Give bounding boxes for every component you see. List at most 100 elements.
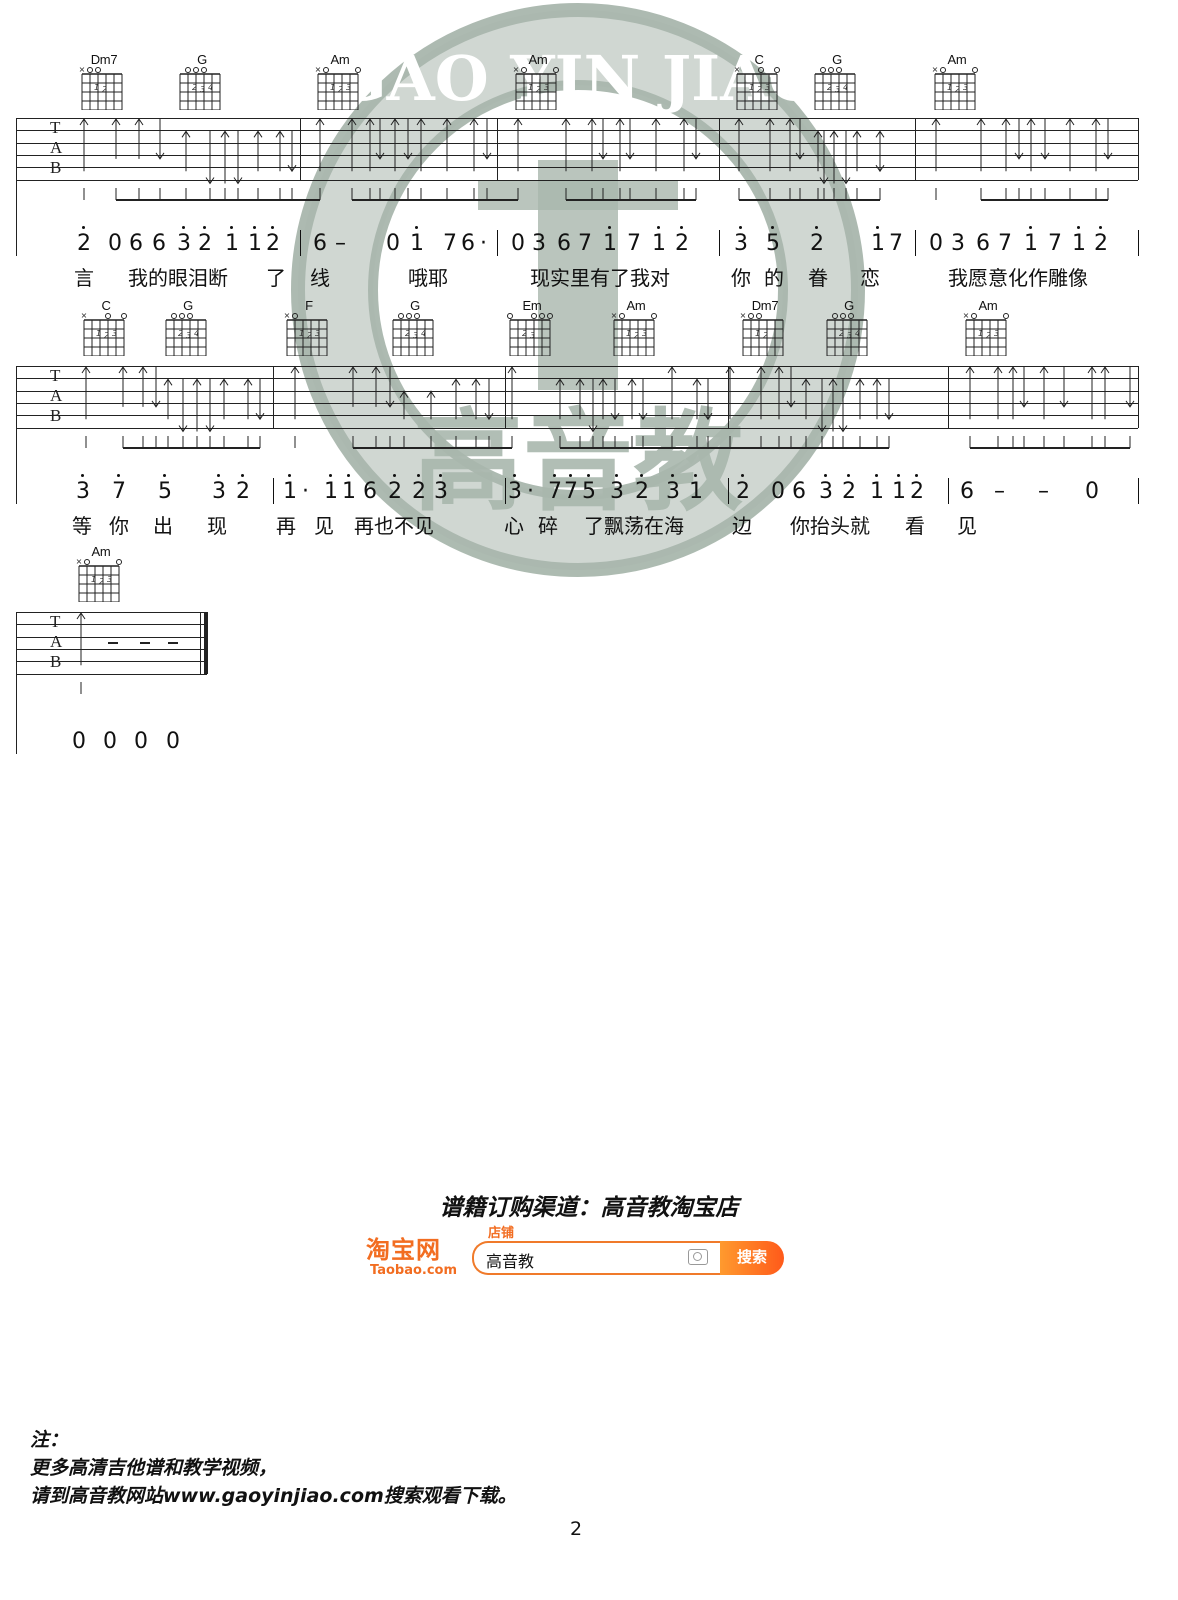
- lyric: 出: [153, 514, 173, 538]
- jianpu-note: 6: [152, 231, 166, 256]
- chord-name: G: [410, 298, 420, 313]
- svg-text:4: 4: [855, 329, 860, 338]
- jianpu-note: 3: [532, 231, 546, 256]
- jianpu-note: –: [335, 231, 346, 256]
- jianpu-note: 7: [112, 479, 126, 504]
- jianpu-note: 1: [652, 231, 666, 256]
- tab-clef-letter: T: [50, 366, 61, 385]
- jianpu-note: 1: [892, 479, 906, 504]
- note-label: 注：: [30, 1429, 69, 1451]
- chord-name: Am: [978, 298, 998, 313]
- jianpu-note: ·: [527, 479, 534, 504]
- jianpu-note: 2: [412, 479, 426, 504]
- tab-string-line: [16, 130, 1138, 132]
- svg-text:2: 2: [338, 85, 343, 94]
- jianpu-barline: [1138, 478, 1139, 504]
- jianpu-note: 2: [635, 479, 649, 504]
- jianpu-note: 2: [266, 231, 280, 256]
- svg-text:1: 1: [749, 83, 754, 92]
- svg-text:×: ×: [734, 66, 741, 74]
- lyric: 眷: [808, 266, 828, 290]
- tab-string-line: [16, 673, 207, 675]
- svg-text:2: 2: [307, 331, 312, 340]
- octave-dot: [117, 474, 120, 477]
- tab-string-line: [16, 402, 1138, 404]
- jianpu-barline: [505, 478, 506, 504]
- jianpu-note: 7: [578, 231, 592, 256]
- jianpu-barline: [719, 230, 720, 256]
- chord-name: Am: [947, 52, 967, 67]
- jianpu-barline: [1138, 230, 1139, 256]
- chord-name: G: [832, 52, 842, 67]
- jianpu-note: 1: [871, 231, 885, 256]
- svg-text:4: 4: [194, 329, 199, 338]
- svg-text:1: 1: [626, 329, 631, 338]
- lyric: 现实里有了我对: [530, 266, 670, 290]
- jianpu-note: 1: [1024, 231, 1038, 256]
- chord-name: C: [101, 298, 111, 313]
- svg-text:2: 2: [634, 331, 639, 340]
- jianpu-note: 0: [108, 231, 122, 256]
- tab-clef-letter: T: [50, 612, 61, 631]
- jianpu-note: 0: [386, 231, 400, 256]
- jianpu-note: 3: [177, 231, 191, 256]
- chord-name: Dm7: [751, 298, 779, 313]
- chord-name: G: [183, 298, 193, 313]
- svg-text:3: 3: [112, 329, 117, 338]
- svg-text:2: 2: [178, 329, 183, 338]
- svg-text:3: 3: [835, 85, 840, 94]
- svg-text:4: 4: [208, 83, 213, 92]
- lyric: 再: [276, 514, 296, 538]
- camera-icon[interactable]: [688, 1249, 708, 1265]
- svg-text:3: 3: [994, 329, 999, 338]
- search-button[interactable]: 搜索: [720, 1241, 784, 1275]
- svg-text:3: 3: [530, 331, 535, 340]
- jianpu-note: 7: [548, 479, 562, 504]
- barline: [719, 118, 720, 180]
- chord-name: C: [754, 52, 764, 67]
- store-label: 店铺: [488, 1226, 515, 1241]
- svg-text:×: ×: [76, 558, 83, 566]
- octave-dot: [439, 474, 442, 477]
- jianpu-barline: [948, 478, 949, 504]
- svg-text:2: 2: [405, 329, 410, 338]
- jianpu-note: 2: [910, 479, 924, 504]
- tab-clef-letter: B: [50, 406, 62, 425]
- jianpu-note: 7: [998, 231, 1012, 256]
- jianpu-barline: [915, 230, 916, 256]
- jianpu-note: 0: [134, 729, 148, 754]
- jianpu-barline: [300, 230, 301, 256]
- lyric: 边: [732, 514, 752, 538]
- svg-text:3: 3: [346, 83, 351, 92]
- octave-dot: [815, 226, 818, 229]
- jianpu-note: 3: [212, 479, 226, 504]
- jianpu-note: 7: [564, 479, 578, 504]
- jianpu-note: 6: [792, 479, 806, 504]
- svg-text:1: 1: [528, 83, 533, 92]
- store-search-input[interactable]: 高音教: [472, 1241, 720, 1275]
- svg-text:2: 2: [522, 329, 527, 338]
- svg-text:3: 3: [642, 329, 647, 338]
- chord-name: Am: [330, 52, 350, 67]
- jianpu-note: 0: [103, 729, 117, 754]
- octave-dot: [694, 474, 697, 477]
- lyric: 看: [905, 514, 925, 538]
- lyric: 你: [109, 514, 129, 538]
- svg-text:1: 1: [330, 83, 335, 92]
- barline: [505, 366, 506, 428]
- octave-dot: [513, 474, 516, 477]
- tab-string-line: [16, 142, 1138, 144]
- jianpu-note: 1: [410, 231, 424, 256]
- svg-text:4: 4: [421, 329, 426, 338]
- jianpu-note: 2: [736, 479, 750, 504]
- jianpu-note: 1: [342, 479, 356, 504]
- jianpu-note: 1: [1072, 231, 1086, 256]
- lyric: 你: [731, 266, 751, 290]
